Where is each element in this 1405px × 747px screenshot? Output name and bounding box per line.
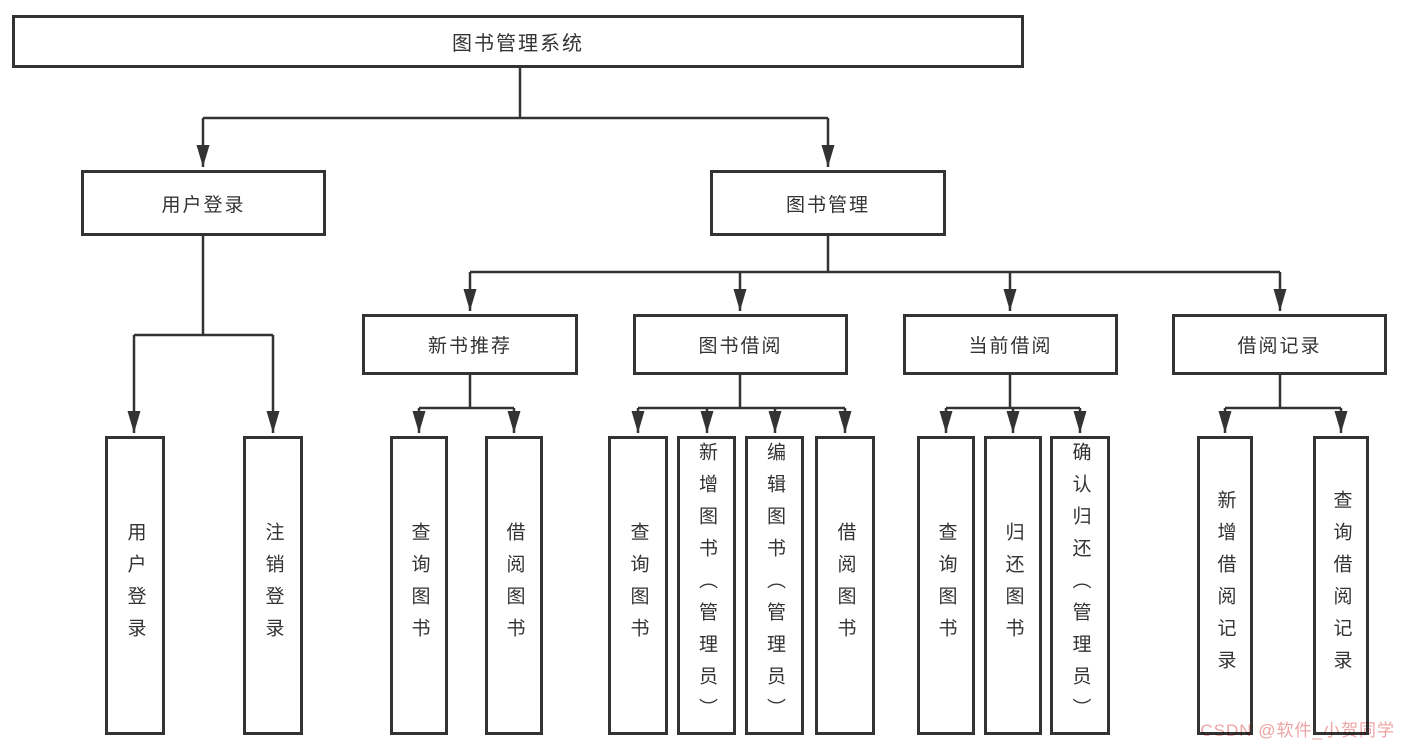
- csdn-watermark: CSDN @软件_小贺同学: [1200, 721, 1395, 740]
- book-management-label: 图书管理: [785, 194, 870, 216]
- book-borrowing-box: 图书借阅: [633, 314, 848, 375]
- user-login-box: 用户登录: [81, 170, 326, 236]
- leaf-bb-borrow-books-box: 借阅图书: [815, 436, 875, 735]
- book-borrowing-label: 图书借阅: [698, 336, 783, 357]
- leaf-user-login-label: 用户登录: [124, 521, 146, 650]
- leaf-bb-edit-books-label: 编辑图书（管理员）: [764, 441, 785, 730]
- leaf-bb-query-books-label: 查询图书: [627, 521, 649, 650]
- leaf-user-login-box: 用户登录: [105, 436, 165, 735]
- leaf-cb-return-books-label: 归还图书: [1002, 521, 1024, 650]
- leaf-logout-label: 注销登录: [262, 521, 284, 650]
- current-borrowing-label: 当前借阅: [968, 336, 1053, 357]
- leaf-cb-confirm-return-label: 确认归还（管理员）: [1069, 441, 1091, 730]
- leaf-br-query-record-box: 查询借阅记录: [1313, 436, 1369, 735]
- borrowing-records-box: 借阅记录: [1172, 314, 1387, 375]
- leaf-br-add-record-box: 新增借阅记录: [1197, 436, 1253, 735]
- leaf-cb-query-books-box: 查询图书: [917, 436, 975, 735]
- leaf-nb-query-books-box: 查询图书: [390, 436, 448, 735]
- borrowing-records-label: 借阅记录: [1237, 336, 1322, 357]
- leaf-cb-confirm-return-box: 确认归还（管理员）: [1050, 436, 1110, 735]
- leaf-nb-borrow-books-box: 借阅图书: [485, 436, 543, 735]
- leaf-bb-add-books-label: 新增图书（管理员）: [696, 441, 717, 730]
- leaf-bb-borrow-books-label: 借阅图书: [834, 521, 856, 650]
- current-borrowing-box: 当前借阅: [903, 314, 1118, 375]
- leaf-logout-box: 注销登录: [243, 436, 303, 735]
- leaf-bb-edit-books-box: 编辑图书（管理员）: [745, 436, 804, 735]
- book-management-box: 图书管理: [710, 170, 946, 236]
- system-root-box: 图书管理系统: [12, 15, 1024, 68]
- leaf-bb-query-books-box: 查询图书: [608, 436, 668, 735]
- leaf-nb-borrow-books-label: 借阅图书: [503, 521, 525, 650]
- new-book-recommend-box: 新书推荐: [362, 314, 578, 375]
- leaf-bb-add-books-box: 新增图书（管理员）: [677, 436, 736, 735]
- leaf-nb-query-books-label: 查询图书: [408, 521, 430, 650]
- system-root-label: 图书管理系统: [452, 33, 584, 55]
- leaf-br-add-record-label: 新增借阅记录: [1214, 489, 1236, 682]
- leaf-cb-return-books-box: 归还图书: [984, 436, 1042, 735]
- leaf-cb-query-books-label: 查询图书: [935, 521, 957, 650]
- new-book-recommend-label: 新书推荐: [427, 336, 512, 357]
- user-login-label: 用户登录: [161, 194, 246, 216]
- leaf-br-query-record-label: 查询借阅记录: [1330, 489, 1352, 682]
